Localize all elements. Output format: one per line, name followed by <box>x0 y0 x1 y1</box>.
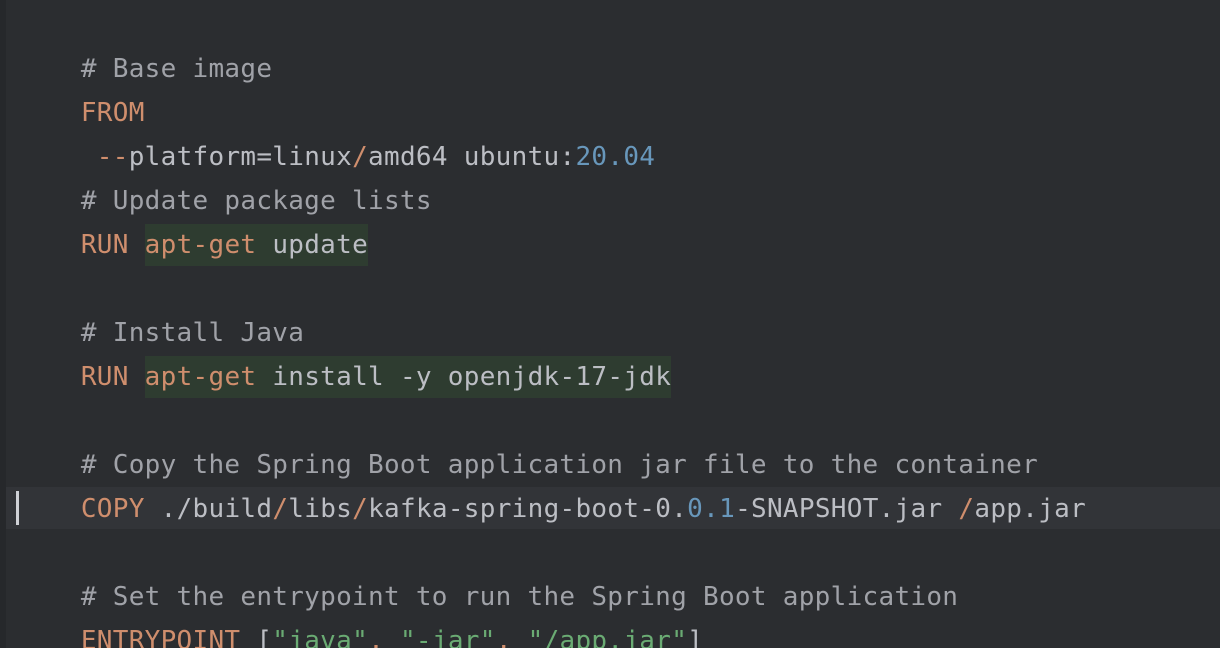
code-line-14[interactable]: ENTRYPOINT ["java", "-jar", "/app.jar"] <box>17 575 703 648</box>
shell-args: install -y openjdk-17-jdk <box>256 362 672 392</box>
code-line-4[interactable]: # Update package lists <box>17 135 432 216</box>
code-line-10[interactable]: # Copy the Spring Boot application jar f… <box>17 399 1038 480</box>
path-segment: libs <box>288 494 353 524</box>
code-line-8[interactable]: RUN apt-get install -y openjdk-17-jdk <box>17 311 672 398</box>
code-line-5[interactable]: RUN apt-get update <box>17 179 369 266</box>
comma-separator: , <box>495 626 528 648</box>
path-separator: / <box>958 494 975 524</box>
option-dashes: -- <box>96 142 129 172</box>
code-line-1[interactable]: # Base image <box>17 3 272 84</box>
code-line-11[interactable]: COPY ./build/libs/kafka-spring-boot-0.0.… <box>17 443 1086 524</box>
image-version: 20.04 <box>575 142 656 172</box>
option-name: platform=linux <box>128 142 353 172</box>
comment-text: # Install Java <box>80 318 305 348</box>
close-bracket: ] <box>687 626 704 648</box>
dockerfile-keyword: ENTRYPOINT <box>80 626 241 648</box>
code-line-7[interactable]: # Install Java <box>17 267 304 348</box>
open-bracket: [ <box>240 626 273 648</box>
path-segment: kafka-spring-boot-0. <box>368 494 688 524</box>
path-segment: -SNAPSHOT.jar <box>735 494 959 524</box>
text-caret <box>16 491 19 525</box>
comment-text: # Set the entrypoint to run the Spring B… <box>80 582 959 612</box>
dockerfile-keyword: RUN <box>80 230 129 260</box>
dockerfile-keyword: COPY <box>80 494 145 524</box>
code-line-13[interactable]: # Set the entrypoint to run the Spring B… <box>17 531 958 612</box>
dockerfile-keyword: RUN <box>80 362 129 392</box>
path-separator: / <box>272 494 289 524</box>
comment-text: # Update package lists <box>80 186 432 216</box>
string-literal: "/app.jar" <box>527 626 688 648</box>
path-separator: / <box>352 494 369 524</box>
version-number: 1 <box>719 494 736 524</box>
code-line-2[interactable]: FROM --platform=linux/amd64 ubuntu:20.04 <box>17 47 655 172</box>
string-literal: "java" <box>272 626 369 648</box>
shell-args: update <box>256 230 369 260</box>
version-number: 0 <box>687 494 704 524</box>
path-segment: app.jar <box>974 494 1087 524</box>
shell-command: apt-get <box>144 362 257 392</box>
path-segment: ./build <box>160 494 273 524</box>
comment-text: # Copy the Spring Boot application jar f… <box>80 450 1039 480</box>
dockerfile-keyword: FROM <box>80 98 145 128</box>
current-line-highlight <box>6 487 1220 529</box>
shell-command: apt-get <box>144 230 257 260</box>
comment-text: # Base image <box>80 54 273 84</box>
version-dot: . <box>703 494 720 524</box>
string-literal: "-jar" <box>399 626 496 648</box>
path-separator: / <box>352 142 369 172</box>
image-name: amd64 ubuntu: <box>368 142 576 172</box>
comma-separator: , <box>368 626 400 648</box>
gutter-edge <box>0 0 6 648</box>
